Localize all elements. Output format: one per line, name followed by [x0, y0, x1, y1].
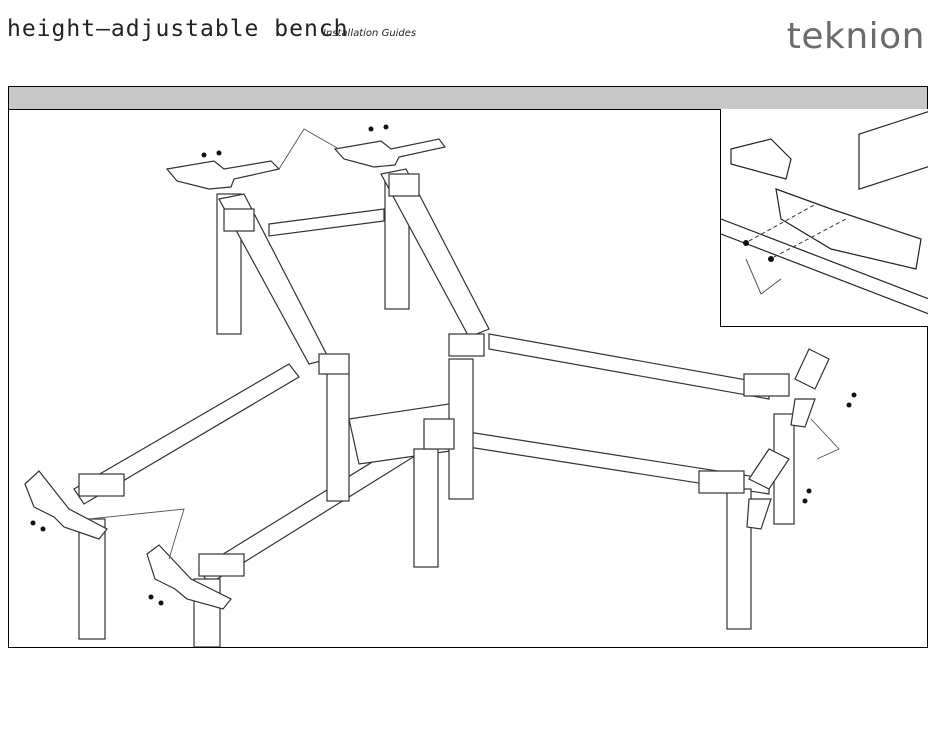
box — [319, 354, 349, 374]
page-subtitle: Installation Guides — [323, 28, 416, 39]
box — [699, 471, 744, 493]
bracket — [747, 499, 771, 529]
detail-drawing — [721, 109, 928, 327]
box — [79, 474, 124, 496]
screw — [369, 127, 374, 132]
detail-screw — [768, 256, 774, 262]
screw — [159, 601, 164, 606]
screw — [202, 153, 207, 158]
box — [744, 374, 789, 396]
box — [424, 419, 454, 449]
detail-box — [859, 110, 928, 189]
beam — [489, 334, 769, 399]
screw — [847, 403, 852, 408]
leg — [327, 371, 349, 501]
bracket — [335, 139, 445, 167]
illustration-frame — [8, 86, 928, 648]
detail-leader — [746, 259, 781, 294]
box — [449, 334, 484, 356]
section-bar — [9, 87, 927, 110]
detail-bracket — [776, 189, 921, 269]
box — [389, 174, 419, 196]
screw — [803, 499, 808, 504]
detail-inset — [720, 109, 928, 327]
screw — [149, 595, 154, 600]
leader-line — [279, 129, 339, 169]
detail-screw — [743, 240, 749, 246]
leader-line — [811, 419, 839, 459]
leg — [727, 489, 751, 629]
bracket — [167, 161, 279, 189]
bracket — [795, 349, 829, 389]
detail-bracket — [731, 139, 791, 179]
bracket — [791, 399, 815, 427]
brand-logo: teknion — [787, 16, 925, 57]
leg — [414, 449, 438, 567]
box — [199, 554, 244, 576]
screw — [807, 489, 812, 494]
screw — [41, 527, 46, 532]
screw — [852, 393, 857, 398]
beam — [269, 209, 384, 236]
page-title: height—adjustable bench — [7, 16, 349, 42]
screw — [217, 151, 222, 156]
screw — [384, 125, 389, 130]
box — [224, 209, 254, 231]
screw — [31, 521, 36, 526]
